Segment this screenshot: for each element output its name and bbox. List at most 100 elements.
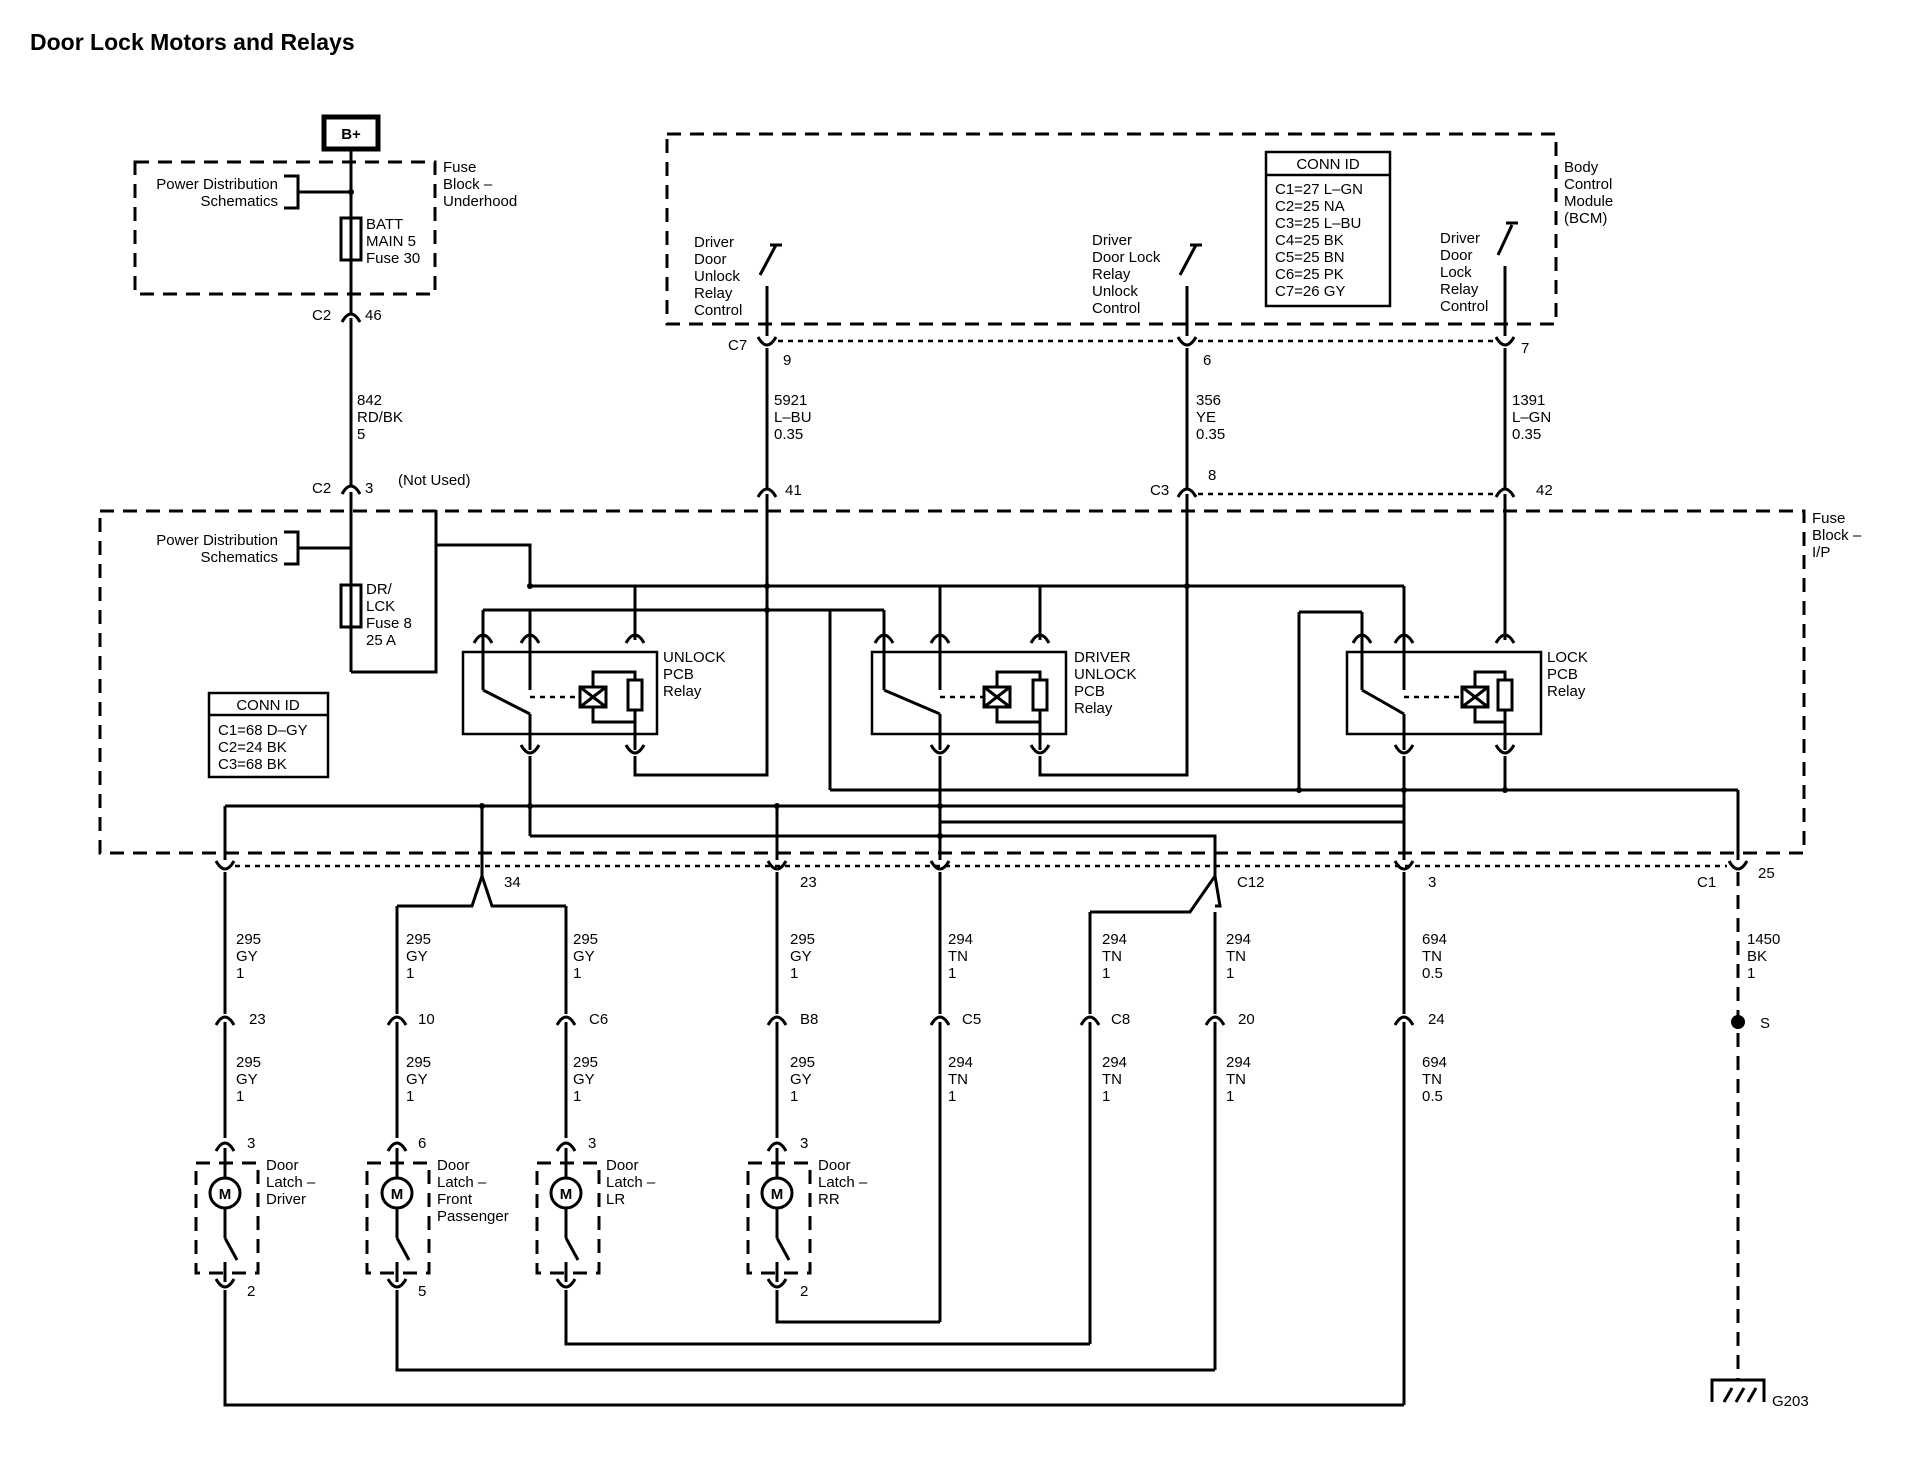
svg-text:294: 294 bbox=[1102, 1054, 1127, 1071]
power-distribution-ref-upper: Power Distribution Schematics bbox=[156, 174, 354, 210]
svg-text:Latch –: Latch – bbox=[266, 1174, 316, 1191]
svg-text:Driver: Driver bbox=[1092, 232, 1132, 249]
svg-text:RR: RR bbox=[818, 1191, 840, 1208]
svg-text:GY: GY bbox=[406, 1071, 428, 1088]
svg-text:BK: BK bbox=[1747, 948, 1767, 965]
bcm-driver-door-unlock-control: Driver Door Unlock Relay Control bbox=[694, 234, 782, 336]
svg-text:Module: Module bbox=[1564, 193, 1613, 210]
svg-text:Control: Control bbox=[1440, 298, 1488, 315]
svg-text:1: 1 bbox=[790, 1088, 798, 1105]
dr-lck-fuse-symbol bbox=[339, 583, 363, 629]
svg-text:1: 1 bbox=[1747, 965, 1755, 982]
bcm-driver-door-lock-relay-unlock-control: Driver Door Lock Relay Unlock Control bbox=[1092, 232, 1202, 336]
ground-label: G203 bbox=[1772, 1393, 1809, 1410]
pin-3-label: 3 bbox=[365, 480, 373, 497]
pin-m23-label: 23 bbox=[249, 1011, 266, 1028]
connector-c1-25 bbox=[1727, 859, 1749, 871]
svg-text:5: 5 bbox=[357, 426, 365, 443]
svg-text:294: 294 bbox=[1102, 931, 1127, 948]
svg-text:842: 842 bbox=[357, 392, 382, 409]
svg-text:TN: TN bbox=[948, 1071, 968, 1088]
wire-356-label: 356 YE 0.35 bbox=[1196, 392, 1225, 443]
svg-text:Power Distribution: Power Distribution bbox=[156, 176, 278, 193]
pin-m10-label: 10 bbox=[418, 1011, 435, 1028]
svg-text:TN: TN bbox=[1102, 1071, 1122, 1088]
svg-text:Door: Door bbox=[818, 1157, 851, 1174]
svg-text:Underhood: Underhood bbox=[443, 193, 517, 210]
lock-pcb-relay-label: LOCK PCB Relay bbox=[1547, 649, 1588, 700]
svg-text:Door Lock: Door Lock bbox=[1092, 249, 1161, 266]
pin-41-label: 41 bbox=[785, 482, 802, 499]
svg-text:PCB: PCB bbox=[1074, 683, 1105, 700]
svg-text:1: 1 bbox=[236, 965, 244, 982]
svg-text:Driver: Driver bbox=[1440, 230, 1480, 247]
svg-text:Door: Door bbox=[266, 1157, 299, 1174]
driver-unlock-pcb-relay bbox=[870, 633, 1068, 755]
svg-text:1: 1 bbox=[1226, 1088, 1234, 1105]
fuse-block-ip-outline bbox=[98, 509, 1806, 855]
bcm-conn-id-table: CONN ID C1=27 L–GN C2=25 NA C3=25 L–BU C… bbox=[1264, 150, 1392, 308]
pin-46-label: 46 bbox=[365, 307, 382, 324]
svg-text:25 A: 25 A bbox=[366, 632, 396, 649]
lock-pcb-relay bbox=[1345, 633, 1543, 755]
svg-text:TN: TN bbox=[1422, 948, 1442, 965]
door-latch-lr: 3 M Door Latch – LR bbox=[535, 1135, 656, 1289]
pin-23-label: 23 bbox=[800, 874, 817, 891]
pin-c2-label-lower: C2 bbox=[312, 480, 331, 497]
connector-c1-lf bbox=[214, 859, 236, 871]
svg-text:MAIN 5: MAIN 5 bbox=[366, 233, 416, 250]
fuse-block-ip-label: Fuse Block – I/P bbox=[1812, 510, 1862, 561]
pin-mc6-label: C6 bbox=[589, 1011, 608, 1028]
svg-text:Door: Door bbox=[606, 1157, 639, 1174]
batt-main-fuse-label: BATT MAIN 5 Fuse 30 bbox=[366, 216, 420, 267]
svg-text:Power Distribution: Power Distribution bbox=[156, 532, 278, 549]
svg-text:PCB: PCB bbox=[663, 666, 694, 683]
svg-text:L–GN: L–GN bbox=[1512, 409, 1551, 426]
svg-text:295: 295 bbox=[790, 1054, 815, 1071]
svg-text:Latch –: Latch – bbox=[437, 1174, 487, 1191]
svg-text:Relay: Relay bbox=[1074, 700, 1113, 717]
svg-text:Control: Control bbox=[1564, 176, 1612, 193]
svg-text:C2=24 BK: C2=24 BK bbox=[218, 739, 287, 756]
svg-text:C3=25 L–BU: C3=25 L–BU bbox=[1275, 215, 1361, 232]
pin-m24-label: 24 bbox=[1428, 1011, 1445, 1028]
svg-text:GY: GY bbox=[790, 1071, 812, 1088]
fuse-block-underhood-label: Fuse Block – Underhood bbox=[443, 159, 517, 210]
svg-text:(BCM): (BCM) bbox=[1564, 210, 1607, 227]
svg-text:LCK: LCK bbox=[366, 598, 395, 615]
svg-text:Door: Door bbox=[437, 1157, 470, 1174]
svg-text:M: M bbox=[391, 1186, 404, 1203]
wire-5921-label: 5921 L–BU 0.35 bbox=[774, 392, 812, 443]
svg-text:I/P: I/P bbox=[1812, 544, 1830, 561]
pin-6-label: 6 bbox=[1203, 352, 1211, 369]
svg-text:294: 294 bbox=[948, 1054, 973, 1071]
svg-text:1391: 1391 bbox=[1512, 392, 1545, 409]
svg-text:1: 1 bbox=[1226, 965, 1234, 982]
svg-text:UNLOCK: UNLOCK bbox=[1074, 666, 1137, 683]
svg-text:0.5: 0.5 bbox=[1422, 965, 1443, 982]
svg-text:Block –: Block – bbox=[443, 176, 493, 193]
pin-8-label: 8 bbox=[1208, 467, 1216, 484]
splice-c12 bbox=[1090, 860, 1222, 914]
svg-text:GY: GY bbox=[573, 1071, 595, 1088]
svg-text:C1=68 D–GY: C1=68 D–GY bbox=[218, 722, 308, 739]
svg-text:2: 2 bbox=[247, 1283, 255, 1300]
svg-text:GY: GY bbox=[573, 948, 595, 965]
pin-c3-label: C3 bbox=[1150, 482, 1169, 499]
svg-text:294: 294 bbox=[948, 931, 973, 948]
pin-c7-label: C7 bbox=[728, 337, 747, 354]
svg-text:PCB: PCB bbox=[1547, 666, 1578, 683]
svg-text:294: 294 bbox=[1226, 1054, 1251, 1071]
unlock-pcb-relay-label: UNLOCK PCB Relay bbox=[663, 649, 726, 700]
svg-text:295: 295 bbox=[236, 1054, 261, 1071]
